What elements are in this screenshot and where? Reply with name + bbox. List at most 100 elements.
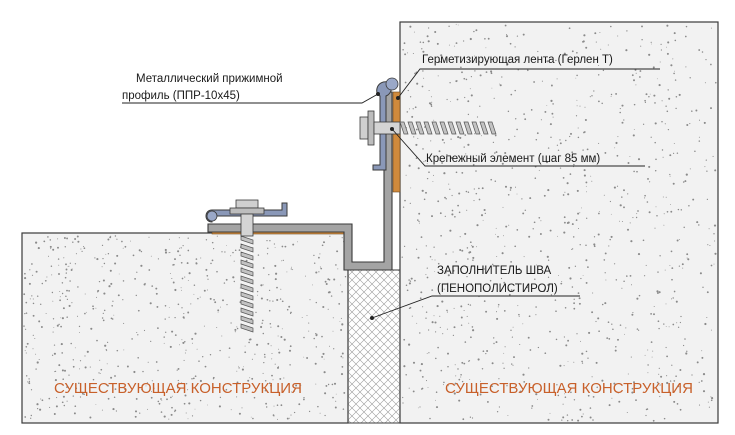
concrete-speckle <box>667 128 670 131</box>
concrete-speckle <box>492 141 495 144</box>
concrete-speckle <box>101 409 103 411</box>
concrete-speckle <box>422 148 424 150</box>
concrete-speckle <box>585 259 588 262</box>
concrete-speckle <box>148 236 150 238</box>
concrete-speckle <box>612 328 614 331</box>
concrete-speckle <box>514 46 516 48</box>
concrete-speckle <box>710 264 713 267</box>
concrete-speckle <box>62 395 65 398</box>
concrete-speckle <box>463 287 465 289</box>
concrete-speckle <box>236 370 238 372</box>
concrete-speckle <box>323 241 325 244</box>
concrete-speckle <box>679 408 682 411</box>
concrete-speckle <box>569 135 571 138</box>
concrete-speckle <box>122 280 125 282</box>
concrete-speckle <box>150 255 152 257</box>
concrete-speckle <box>52 318 55 320</box>
concrete-speckle <box>277 325 280 328</box>
concrete-speckle <box>637 253 641 256</box>
concrete-speckle <box>627 193 629 195</box>
concrete-speckle <box>261 322 263 324</box>
concrete-speckle <box>267 342 270 345</box>
concrete-speckle <box>673 143 675 144</box>
concrete-speckle <box>571 151 574 154</box>
concrete-speckle <box>279 377 282 380</box>
concrete-speckle <box>650 41 652 43</box>
concrete-speckle <box>496 256 498 257</box>
concrete-speckle <box>673 400 676 403</box>
concrete-speckle <box>414 106 417 109</box>
concrete-speckle <box>322 305 325 309</box>
concrete-speckle <box>26 342 29 345</box>
concrete-speckle <box>546 161 548 164</box>
concrete-speckle <box>280 404 283 407</box>
concrete-speckle <box>147 408 149 410</box>
concrete-speckle <box>419 41 422 43</box>
concrete-speckle <box>591 376 593 378</box>
right-concrete-wall <box>399 21 719 424</box>
concrete-speckle <box>583 34 586 37</box>
concrete-speckle <box>220 306 221 308</box>
concrete-speckle <box>114 235 117 237</box>
concrete-speckle <box>550 136 552 139</box>
concrete-speckle <box>292 243 295 246</box>
concrete-speckle <box>434 30 437 34</box>
concrete-speckle <box>710 399 713 402</box>
concrete-speckle <box>473 188 475 190</box>
concrete-speckle <box>547 276 550 278</box>
concrete-speckle <box>572 236 575 238</box>
leader-filler <box>371 295 580 319</box>
concrete-speckle <box>604 252 607 255</box>
concrete-speckle <box>603 194 605 196</box>
concrete-speckle <box>640 45 642 47</box>
concrete-speckle <box>527 69 529 72</box>
concrete-speckle <box>446 309 448 312</box>
concrete-speckle <box>272 300 274 302</box>
concrete-speckle <box>658 291 661 294</box>
concrete-speckle <box>410 187 412 189</box>
concrete-speckle <box>158 402 161 405</box>
concrete-speckle <box>448 183 450 185</box>
joint-filler-foam <box>347 269 401 424</box>
concrete-speckle <box>274 264 277 267</box>
concrete-speckle <box>591 311 594 314</box>
concrete-speckle <box>680 315 682 318</box>
concrete-speckle <box>608 338 611 340</box>
concrete-speckle <box>266 298 269 301</box>
concrete-speckle <box>288 305 291 308</box>
concrete-speckle <box>342 357 344 359</box>
concrete-speckle <box>103 309 106 312</box>
concrete-speckle <box>654 227 656 229</box>
concrete-speckle <box>447 282 449 285</box>
concrete-speckle <box>341 323 344 326</box>
concrete-speckle <box>339 321 341 322</box>
concrete-speckle <box>567 339 570 342</box>
concrete-speckle <box>685 173 688 176</box>
leader-profile-dot <box>376 92 380 96</box>
concrete-speckle <box>59 291 61 292</box>
concrete-speckle <box>576 51 578 54</box>
concrete-speckle <box>626 30 628 32</box>
concrete-speckle <box>598 65 600 66</box>
concrete-speckle <box>643 275 646 277</box>
concrete-speckle <box>182 245 184 247</box>
concrete-speckle <box>226 303 228 306</box>
concrete-speckle <box>313 262 316 264</box>
concrete-speckle <box>537 50 539 53</box>
concrete-speckle <box>563 52 566 55</box>
concrete-speckle <box>180 261 183 264</box>
concrete-speckle <box>547 147 550 149</box>
concrete-speckle <box>76 315 79 317</box>
concrete-speckle <box>461 361 464 364</box>
concrete-speckle <box>633 103 636 106</box>
concrete-speckle <box>573 298 575 300</box>
concrete-speckle <box>517 305 519 307</box>
concrete-speckle <box>508 224 510 226</box>
concrete-speckle <box>686 350 688 352</box>
concrete-speckle <box>177 250 180 253</box>
concrete-speckle <box>47 236 49 238</box>
concrete-speckle <box>417 167 420 170</box>
concrete-speckle <box>64 369 66 372</box>
concrete-speckle <box>293 390 295 393</box>
concrete-speckle <box>469 416 472 418</box>
